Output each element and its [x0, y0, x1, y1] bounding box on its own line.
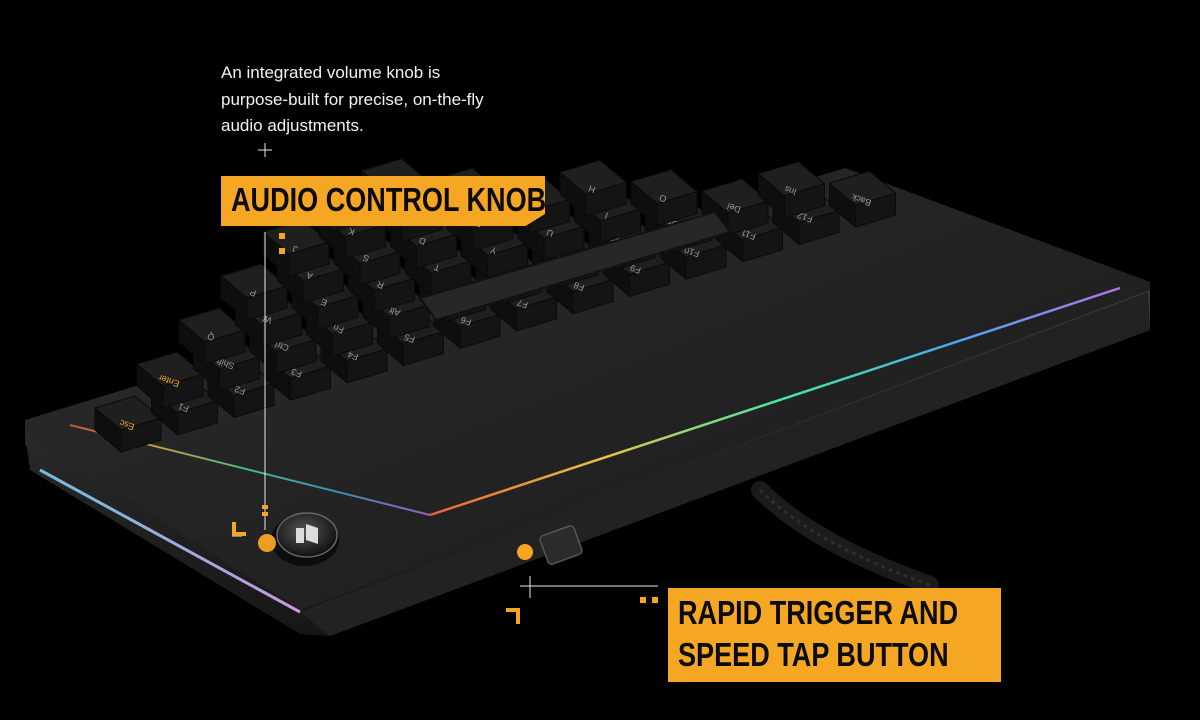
q-key-label: Q: [206, 331, 216, 343]
audio-knob-label: AUDIO CONTROL KNOB: [221, 176, 545, 226]
y-key-label: Y: [489, 245, 498, 256]
d-key-label: D: [417, 235, 427, 247]
backspace-key: Back: [828, 170, 897, 229]
rapid-trigger-label-line-1: RAPID TRIGGER AND: [678, 594, 959, 631]
f1-key-label: F1: [177, 401, 190, 414]
ins-key-label: Ins: [783, 184, 798, 198]
enter-key: Enter: [135, 351, 205, 410]
del-key-label: Del: [726, 201, 742, 215]
ins-key: Ins: [757, 161, 826, 219]
rapid-callout-markers: [506, 597, 658, 624]
fn-key-label: Fn: [332, 322, 345, 335]
o-key-label: O: [658, 193, 668, 205]
a-key-label: A: [305, 270, 314, 281]
f3-key-label: F3: [290, 366, 303, 379]
knob-callout-markers: [232, 233, 285, 536]
spacebar-key: [418, 210, 732, 322]
k-key-label: K: [347, 226, 356, 237]
p-key-label: P: [248, 287, 257, 298]
under-key-rgb: [429, 286, 1121, 517]
ctrl-key-label: Ctrl: [274, 339, 291, 353]
f9-key-label: F9: [629, 263, 642, 276]
s-key-label: S: [361, 252, 370, 263]
button-highlight-dot: [517, 544, 533, 560]
f4-key-label: F4: [346, 349, 359, 362]
t-key-label: T: [432, 262, 441, 273]
f2-key-label: F2: [233, 384, 246, 397]
o-key: O: [629, 169, 699, 227]
keyboard-front-strip: [300, 292, 1150, 636]
esc-key-label: Esc: [118, 417, 136, 432]
w-key-label: W: [261, 313, 273, 325]
usb-cable: [751, 481, 939, 594]
h-key-label: H: [587, 183, 597, 195]
e-key-label: E: [319, 296, 328, 307]
description-line-2: purpose-built for precise, on-the-fly: [221, 89, 484, 109]
q-key: Q: [177, 307, 247, 366]
h-key: H: [558, 159, 628, 218]
feature-description: An integrated volume knob is purpose-bui…: [221, 60, 551, 140]
knob-highlight-dot: [258, 534, 276, 552]
j-key: J: [261, 219, 331, 278]
alt-key-label: Alt: [388, 305, 402, 318]
r-key-label: R: [375, 279, 385, 291]
rapid-trigger-label: RAPID TRIGGER AND SPEED TAP BUTTON: [668, 588, 1001, 682]
f11-key-label: F11: [740, 227, 757, 241]
j-key-label: J: [291, 243, 299, 254]
f7-key-label: F7: [516, 297, 529, 310]
audio-knob-label-text: AUDIO CONTROL KNOB: [231, 181, 547, 218]
p-key: P: [219, 263, 289, 322]
f8-key-label: F8: [572, 280, 585, 293]
f12-key-label: F12: [796, 210, 814, 225]
u-key-label: U: [545, 227, 555, 239]
f10-key-label: F10: [683, 244, 701, 259]
rapid-trigger-label-line-2: SPEED TAP BUTTON: [678, 636, 949, 673]
side-rgb-strip: [39, 468, 301, 614]
tuf-logo-icon: [296, 524, 318, 544]
i-key-label: I: [604, 211, 610, 221]
rapid-callout-lines: [520, 576, 658, 598]
rapid-trigger-button: [539, 525, 583, 565]
description-line-3: audio adjustments.: [221, 116, 364, 135]
f5-key-label: F5: [403, 332, 416, 345]
f6-key-label: F6: [459, 315, 472, 328]
description-line-1: An integrated volume knob is: [221, 63, 441, 82]
